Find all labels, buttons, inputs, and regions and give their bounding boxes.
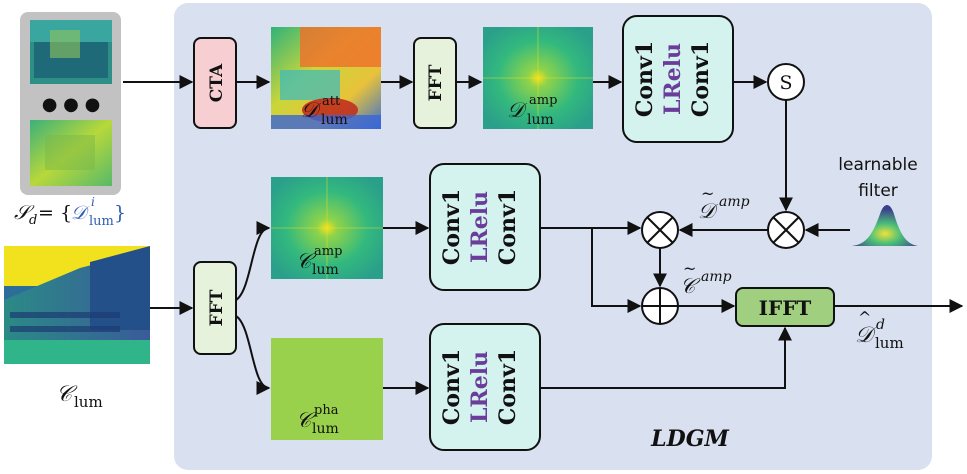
d-amp-label: 𝒟 amp lum: [507, 93, 557, 128]
sd-set-close: }: [114, 202, 126, 224]
d-hat-subscript: lum: [875, 334, 904, 352]
svg-text:^: ^: [858, 308, 871, 327]
d-tilde-label: 𝒟 ~ amp: [698, 184, 750, 223]
c-pha-superscript: pha: [314, 403, 339, 418]
sd-equals: = {: [38, 202, 72, 224]
conv-top-line-3: Conv1: [688, 41, 714, 117]
conv-top-line-2: LRelu: [660, 43, 686, 115]
learnable-filter-icon: [852, 205, 918, 246]
c-pha-image: [271, 338, 383, 440]
learnable-label-2: filter: [858, 181, 898, 201]
c-amp-subscript: lum: [312, 262, 339, 278]
c-tilde-superscript: amp: [701, 269, 732, 285]
softmax-label: S: [779, 72, 792, 94]
conv-mid-line-3: Conv1: [495, 189, 521, 265]
fft-left-block: [193, 261, 237, 355]
d-hat-superscript: d: [876, 317, 885, 333]
learnable-label-1: learnable: [838, 155, 917, 175]
connections: [123, 75, 964, 395]
c-amp-superscript: amp: [314, 244, 342, 259]
conv-bot-line-3: Conv1: [495, 349, 521, 425]
fft-top-label: FFT: [426, 64, 446, 101]
d-amp-subscript: lum: [527, 112, 554, 128]
clum-subscript: lum: [74, 393, 103, 411]
conv-mid-line-2: LRelu: [467, 191, 493, 263]
c-pha-subscript: lum: [312, 421, 339, 437]
conv-top-line-1: Conv1: [632, 41, 658, 117]
cta-label: CTA: [207, 63, 227, 102]
ifft-label: IFFT: [759, 296, 812, 320]
conv-bot-line-2: LRelu: [467, 351, 493, 423]
d-amp-symbol: 𝒟: [507, 98, 528, 122]
sd-set-sup: i: [91, 195, 95, 209]
fft-left-label: FFT: [207, 289, 227, 326]
svg-text:~: ~: [683, 259, 696, 278]
svg-text:~: ~: [701, 184, 714, 203]
conv-mid-line-1: Conv1: [439, 189, 465, 265]
sd-set-d: 𝒟: [71, 202, 90, 224]
clum-image: [4, 246, 150, 364]
conv-bot-line-1: Conv1: [439, 349, 465, 425]
c-tilde-label: 𝒞 ~ amp: [680, 259, 732, 298]
att-superscript: att: [322, 94, 341, 109]
d-hat-label: 𝒟 ^ d lum: [855, 308, 904, 352]
d-hat-symbol: 𝒟: [855, 323, 877, 348]
clum-label: 𝒞 lum: [56, 382, 103, 411]
image-stack: ● ● ●: [20, 12, 121, 195]
conv-top-block: [622, 15, 734, 143]
sd-label: 𝒮 d = { 𝒟 i lum }: [14, 195, 126, 229]
att-label: 𝒟 att lum: [301, 94, 348, 128]
stack-ellipsis: ● ● ●: [42, 94, 101, 115]
att-symbol: 𝒟: [301, 98, 322, 122]
ldgm-title: LDGM: [650, 426, 729, 452]
att-map-image: [271, 27, 381, 129]
d-amp-superscript: amp: [529, 93, 557, 108]
sd-set-sub: lum: [89, 214, 114, 229]
att-subscript: lum: [321, 112, 348, 128]
d-tilde-superscript: amp: [719, 194, 750, 210]
sd-subscript: d: [29, 213, 37, 228]
d-tilde-symbol: 𝒟: [698, 199, 719, 223]
